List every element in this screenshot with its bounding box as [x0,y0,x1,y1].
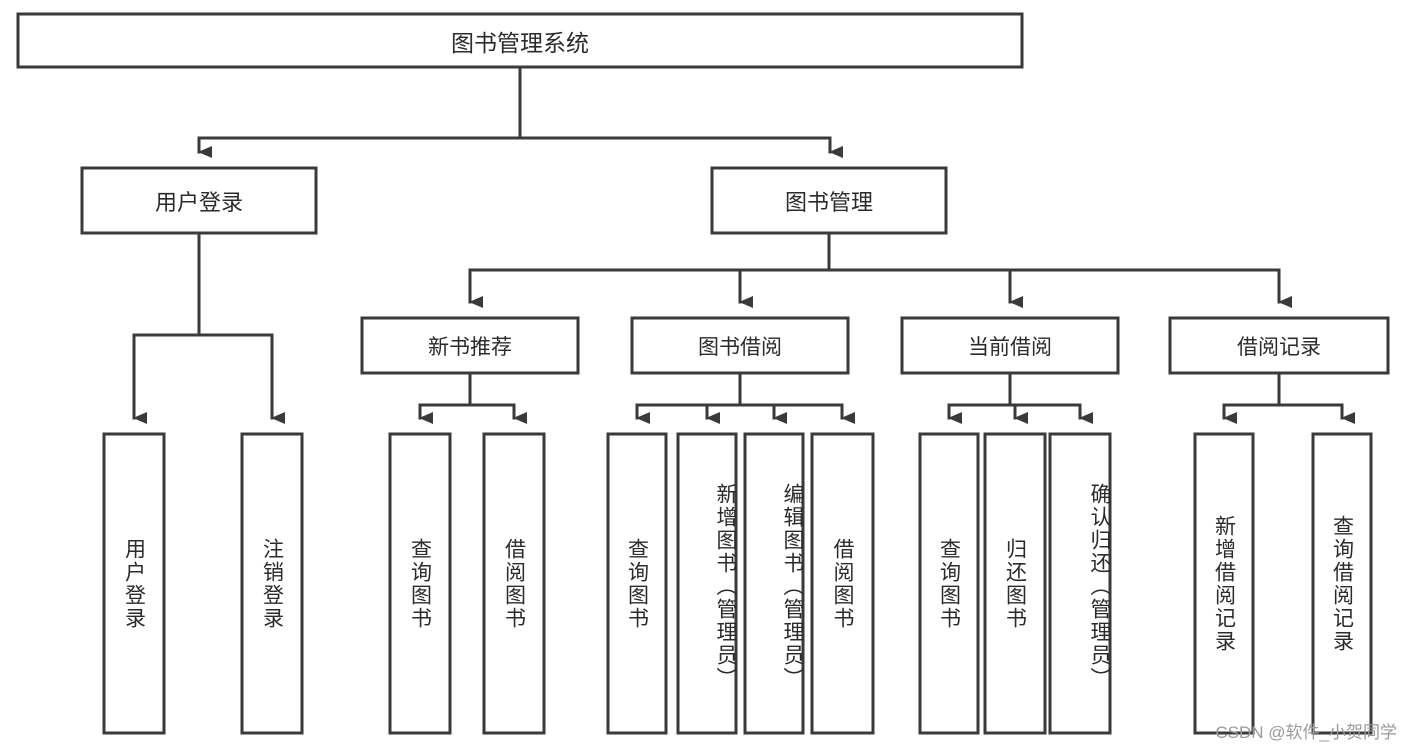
node-box-book-manage[interactable] [710,166,948,235]
leaf-box-return-book[interactable] [983,432,1047,735]
leaf-box-add-borrow-record[interactable] [1193,432,1255,735]
leaf-box-query-book-current[interactable] [918,432,980,735]
leaf-box-query-book-borrow[interactable] [606,432,668,735]
node-box-book-borrow[interactable] [630,316,850,375]
node-box-user-login[interactable] [80,166,318,235]
node-box-new-book-recommend[interactable] [360,316,580,375]
boxes-group [16,12,1390,735]
leaf-box-confirm-return-admin[interactable] [1048,432,1112,735]
watermark-text: CSDN @软件_小贺同学 [1215,723,1397,742]
node-box-current-borrow[interactable] [900,316,1120,375]
leaf-box-borrow-book-recommend[interactable] [482,432,546,735]
leaf-box-query-borrow-record[interactable] [1311,432,1373,735]
connectors-group [132,65,1355,424]
node-box-root[interactable] [16,12,1024,69]
leaf-box-query-book-recommend[interactable] [388,432,452,735]
node-box-borrow-record[interactable] [1168,316,1390,375]
leaf-box-edit-book-admin[interactable] [743,432,805,735]
leaf-box-logout-login-leaf[interactable] [240,432,304,735]
leaf-box-borrow-book-borrow[interactable] [810,432,875,735]
leaf-box-add-book-admin[interactable] [676,432,738,735]
leaf-box-user-login-leaf[interactable] [102,432,166,735]
